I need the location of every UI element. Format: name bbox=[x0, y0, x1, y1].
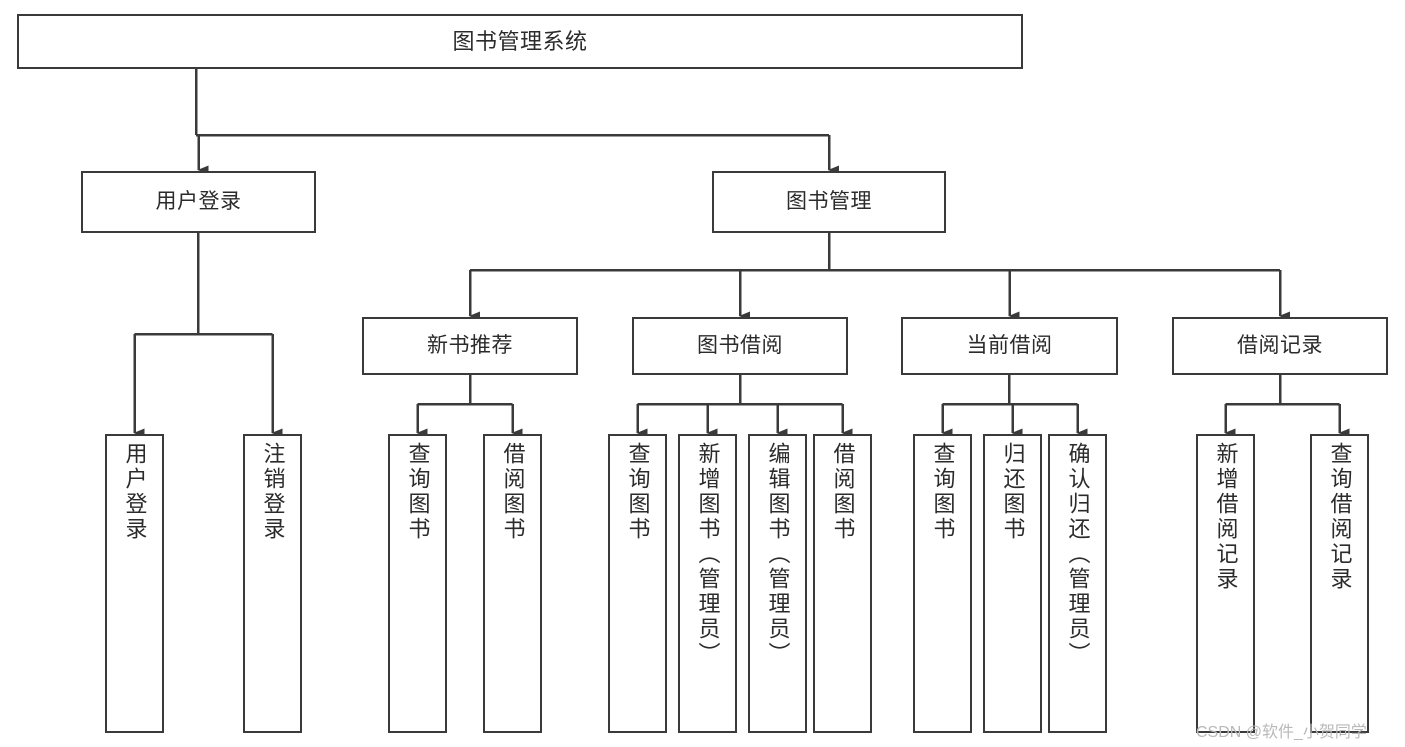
node-leaf-query-book-2[interactable]: 查询图书 bbox=[608, 434, 667, 733]
node-leaf-query-book-1[interactable]: 查询图书 bbox=[388, 434, 447, 733]
node-book-manage[interactable]: 图书管理 bbox=[712, 171, 946, 233]
node-leaf-add-book-admin[interactable]: 新增图书（管理员） bbox=[678, 434, 737, 733]
node-label: 用户登录 bbox=[122, 442, 148, 542]
node-label: 查询图书 bbox=[405, 442, 431, 542]
node-leaf-edit-book-admin[interactable]: 编辑图书（管理员） bbox=[748, 434, 807, 733]
node-leaf-return-book[interactable]: 归还图书 bbox=[983, 434, 1042, 733]
node-label: 图书管理系统 bbox=[452, 28, 588, 54]
edge-paths bbox=[133, 69, 1350, 438]
node-label: 借阅图书 bbox=[830, 442, 856, 542]
node-leaf-add-borrow-record[interactable]: 新增借阅记录 bbox=[1196, 434, 1255, 733]
node-label: 确认归还（管理员） bbox=[1065, 442, 1091, 667]
node-label: 借阅记录 bbox=[1237, 333, 1323, 357]
node-label: 新书推荐 bbox=[427, 333, 513, 357]
node-label: 查询图书 bbox=[625, 442, 651, 542]
node-current-borrow[interactable]: 当前借阅 bbox=[901, 317, 1118, 375]
node-label: 图书借阅 bbox=[697, 333, 783, 357]
node-label: 用户登录 bbox=[155, 189, 242, 213]
node-new-book-recommend[interactable]: 新书推荐 bbox=[362, 317, 578, 375]
node-label: 借阅图书 bbox=[500, 442, 526, 542]
node-leaf-query-book-3[interactable]: 查询图书 bbox=[913, 434, 972, 733]
node-borrow-record[interactable]: 借阅记录 bbox=[1172, 317, 1388, 375]
node-leaf-user-login[interactable]: 用户登录 bbox=[105, 434, 164, 733]
node-label: 归还图书 bbox=[1000, 442, 1026, 542]
node-label: 当前借阅 bbox=[966, 333, 1053, 357]
node-label: 新增图书（管理员） bbox=[695, 442, 721, 667]
node-leaf-borrow-book-1[interactable]: 借阅图书 bbox=[483, 434, 542, 733]
node-user-login[interactable]: 用户登录 bbox=[81, 171, 316, 233]
node-book-borrow[interactable]: 图书借阅 bbox=[632, 317, 848, 375]
node-label: 注销登录 bbox=[260, 442, 286, 542]
node-leaf-borrow-book-2[interactable]: 借阅图书 bbox=[813, 434, 872, 733]
node-label: 编辑图书（管理员） bbox=[765, 442, 791, 667]
node-label: 查询借阅记录 bbox=[1327, 442, 1353, 592]
node-label: 查询图书 bbox=[930, 442, 956, 542]
node-label: 新增借阅记录 bbox=[1213, 442, 1239, 592]
node-label: 图书管理 bbox=[786, 189, 872, 213]
node-leaf-query-borrow-record[interactable]: 查询借阅记录 bbox=[1310, 434, 1369, 733]
node-leaf-confirm-return-admin[interactable]: 确认归还（管理员） bbox=[1048, 434, 1107, 733]
node-leaf-logout-login[interactable]: 注销登录 bbox=[243, 434, 302, 733]
node-root[interactable]: 图书管理系统 bbox=[17, 14, 1023, 69]
